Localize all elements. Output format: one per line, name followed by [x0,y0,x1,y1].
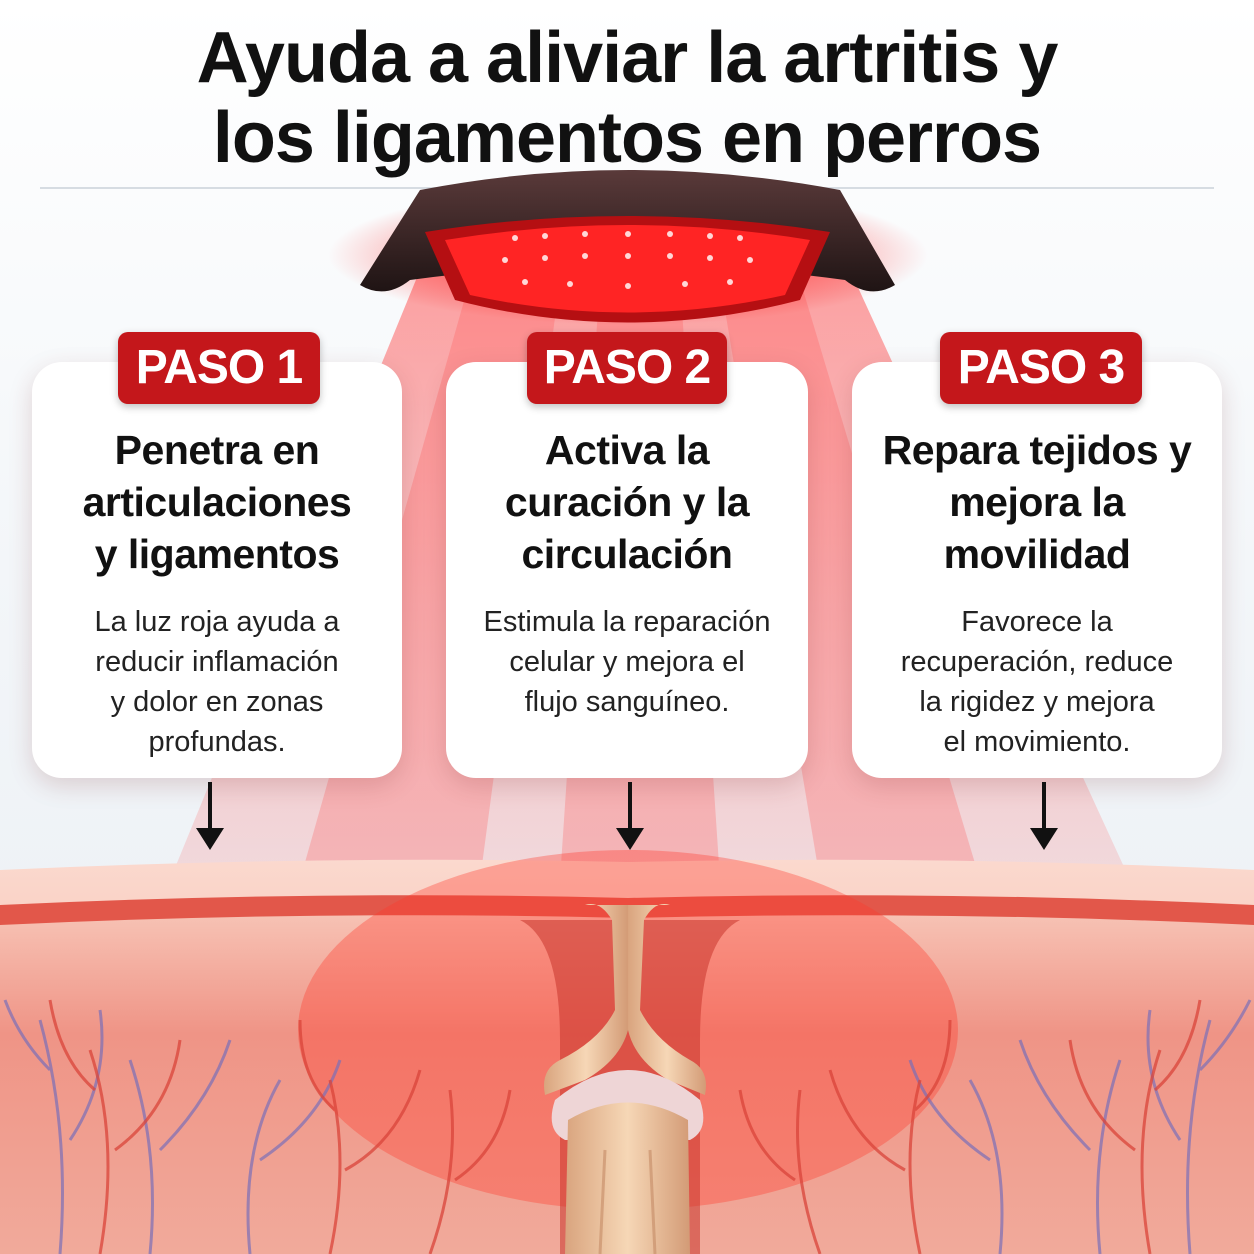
page-title: Ayuda a aliviar la artritis y los ligame… [0,18,1254,178]
step-1-description: La luz roja ayuda a reducir inflamación … [94,606,340,758]
step-3-badge: PASO 3 [940,332,1142,404]
step-3-heading: Repara tejidos y mejora la movilidad [882,427,1192,577]
step-card-3: Repara tejidos y mejora la movilidad Fav… [852,362,1222,778]
step-1-heading: Penetra en articulaciones y ligamentos [82,427,352,577]
step-3-arrow-icon [1030,782,1058,850]
step-2-heading: Activa la curación y la circulación [504,427,750,577]
step-3-description: Favorece la recuperación, reduce la rigi… [900,606,1174,758]
joint-illustration [544,904,706,1254]
step-2-badge: PASO 2 [527,332,727,404]
step-2-description: Estimula la reparación celular y mejora … [483,606,771,718]
step-2-arrow-icon [616,782,644,850]
step-1-arrow-icon [196,782,224,850]
title-line-2: los ligamentos en perros [212,98,1042,178]
step-card-1: Penetra en articulaciones y ligamentos L… [32,362,402,778]
title-line-1: Ayuda a aliviar la artritis y [196,18,1059,98]
step-card-2: Activa la curación y la circulación Esti… [446,362,808,778]
light-therapy-device [328,170,928,325]
step-1-badge: PASO 1 [118,332,320,404]
